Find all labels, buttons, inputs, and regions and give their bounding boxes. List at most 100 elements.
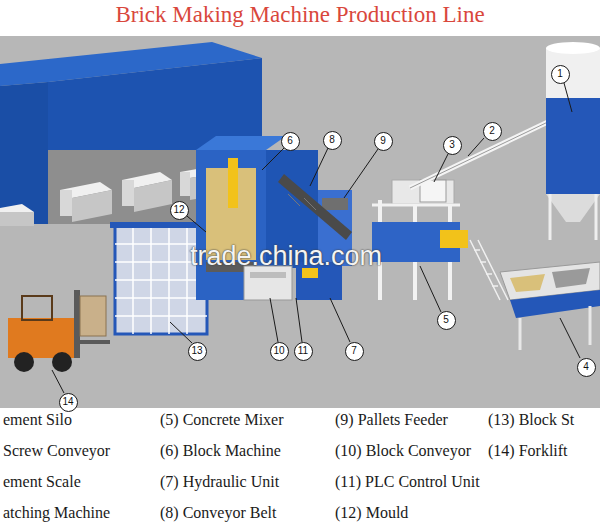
screw-conveyor-part <box>410 120 552 188</box>
part-name: (14) Forklift <box>488 442 568 460</box>
block-conveyor-part <box>250 272 286 278</box>
callout-circle: 12 <box>170 201 189 220</box>
ground <box>0 36 600 408</box>
pallet-stacks-part <box>72 190 112 222</box>
leader-lines-part <box>270 298 278 342</box>
conveyor-belt-part <box>288 194 316 210</box>
pallet-feeder-part <box>322 198 348 210</box>
callout-number: 10 <box>273 346 284 356</box>
part-name: (13) Block St <box>488 411 574 429</box>
pallet-stacks-part <box>0 212 34 226</box>
part-name: (9) Pallets Feeder <box>335 411 448 429</box>
pallet-stacks-part <box>60 190 72 216</box>
callout-circle: 4 <box>577 358 596 377</box>
callout-circle: 7 <box>345 342 364 361</box>
pallet-stacks-part <box>180 172 190 196</box>
callout-circle: 11 <box>294 342 313 361</box>
forklift <box>8 290 110 372</box>
diagram-title: Brick Making Machine Production Line <box>0 2 600 28</box>
callout-circle: 14 <box>59 393 78 412</box>
part-name: (7) Hydraulic Unit <box>160 473 279 491</box>
cement-silo <box>546 42 600 240</box>
callout-number: 6 <box>287 136 293 146</box>
part-name: (10) Block Conveyor <box>335 442 471 460</box>
part-name: atching Machine <box>3 504 110 522</box>
cement-silo-part <box>546 98 600 194</box>
callout-number: 11 <box>298 346 308 356</box>
batching-machine-part <box>520 306 590 350</box>
callout-number: 3 <box>449 140 455 150</box>
batching-machine <box>470 240 600 350</box>
batching-machine-part <box>510 274 545 292</box>
leader-lines-part <box>296 298 302 342</box>
callout-circle: 9 <box>374 132 393 151</box>
part-name: Screw Conveyor <box>3 442 110 460</box>
forklift-part <box>80 340 110 344</box>
callout-number: 1 <box>557 69 563 79</box>
forklift-part <box>22 296 52 320</box>
callout-number: 14 <box>62 397 73 407</box>
forklift-part <box>80 296 106 336</box>
callout-circle: 6 <box>281 132 300 151</box>
leader-lines-part <box>170 322 192 343</box>
callout-circle: 1 <box>551 65 570 84</box>
callout-circle: 10 <box>270 342 289 361</box>
watermark: trade.china.com <box>190 242 382 272</box>
part-name: ement Scale <box>3 473 81 491</box>
forklift-part <box>8 318 74 358</box>
cement-silo-part <box>550 194 596 240</box>
callout-circle: 13 <box>188 342 207 361</box>
screw-conveyor-part <box>410 120 552 188</box>
concrete-mixer-part <box>372 204 460 207</box>
concrete-mixer <box>372 180 468 300</box>
leader-lines-part <box>310 148 328 186</box>
callout-number: 9 <box>380 136 386 146</box>
batching-machine-part <box>552 268 590 288</box>
forklift-part <box>14 352 34 372</box>
part-name: (8) Conveyor Belt <box>160 504 276 522</box>
part-name: (11) PLC Control Unit <box>335 473 480 491</box>
block-conveyor-part <box>244 266 292 300</box>
batching-machine-part <box>510 290 600 318</box>
leader-lines <box>52 83 580 393</box>
leader-lines-part <box>344 149 378 198</box>
forklift-part <box>74 290 80 358</box>
ground-part <box>0 36 600 408</box>
leader-lines-part <box>52 370 64 393</box>
screw-conveyor <box>410 120 552 188</box>
part-name: (6) Block Machine <box>160 442 281 460</box>
cement-silo-part <box>546 42 600 54</box>
callout-circle: 2 <box>483 122 502 141</box>
block-conveyor <box>244 266 292 300</box>
leader-lines-part <box>262 148 284 170</box>
part-name: (5) Concrete Mixer <box>160 411 284 429</box>
forklift-part <box>52 352 72 372</box>
leader-lines-part <box>187 216 206 232</box>
leader-lines-part <box>564 83 572 112</box>
pallet-stacks-part <box>134 180 172 212</box>
leader-lines-part <box>420 266 441 312</box>
callout-number: 2 <box>489 126 495 136</box>
pallet-stacks-part <box>122 180 134 206</box>
callout-circle: 5 <box>437 311 456 330</box>
conveyor-belt-part <box>278 174 352 240</box>
leader-lines-part <box>330 298 350 342</box>
part-name: (12) Mould <box>335 504 408 522</box>
block-machine-part <box>228 158 238 208</box>
block-machine-part <box>196 136 286 150</box>
leader-lines-part <box>468 138 484 156</box>
leader-lines-part <box>560 318 580 358</box>
callout-number: 7 <box>351 346 357 356</box>
callout-circle: 8 <box>323 131 342 150</box>
leader-lines-part <box>434 154 448 182</box>
callout-number: 13 <box>191 346 202 356</box>
cement-silo-part <box>546 48 600 98</box>
callout-number: 8 <box>329 135 335 145</box>
part-name: ement Silo <box>3 411 72 429</box>
callout-number: 12 <box>173 205 184 215</box>
batching-machine-part <box>470 240 508 300</box>
conveyor-belt <box>278 174 352 240</box>
pallet-stacks <box>0 166 224 226</box>
callout-number: 5 <box>443 315 449 325</box>
